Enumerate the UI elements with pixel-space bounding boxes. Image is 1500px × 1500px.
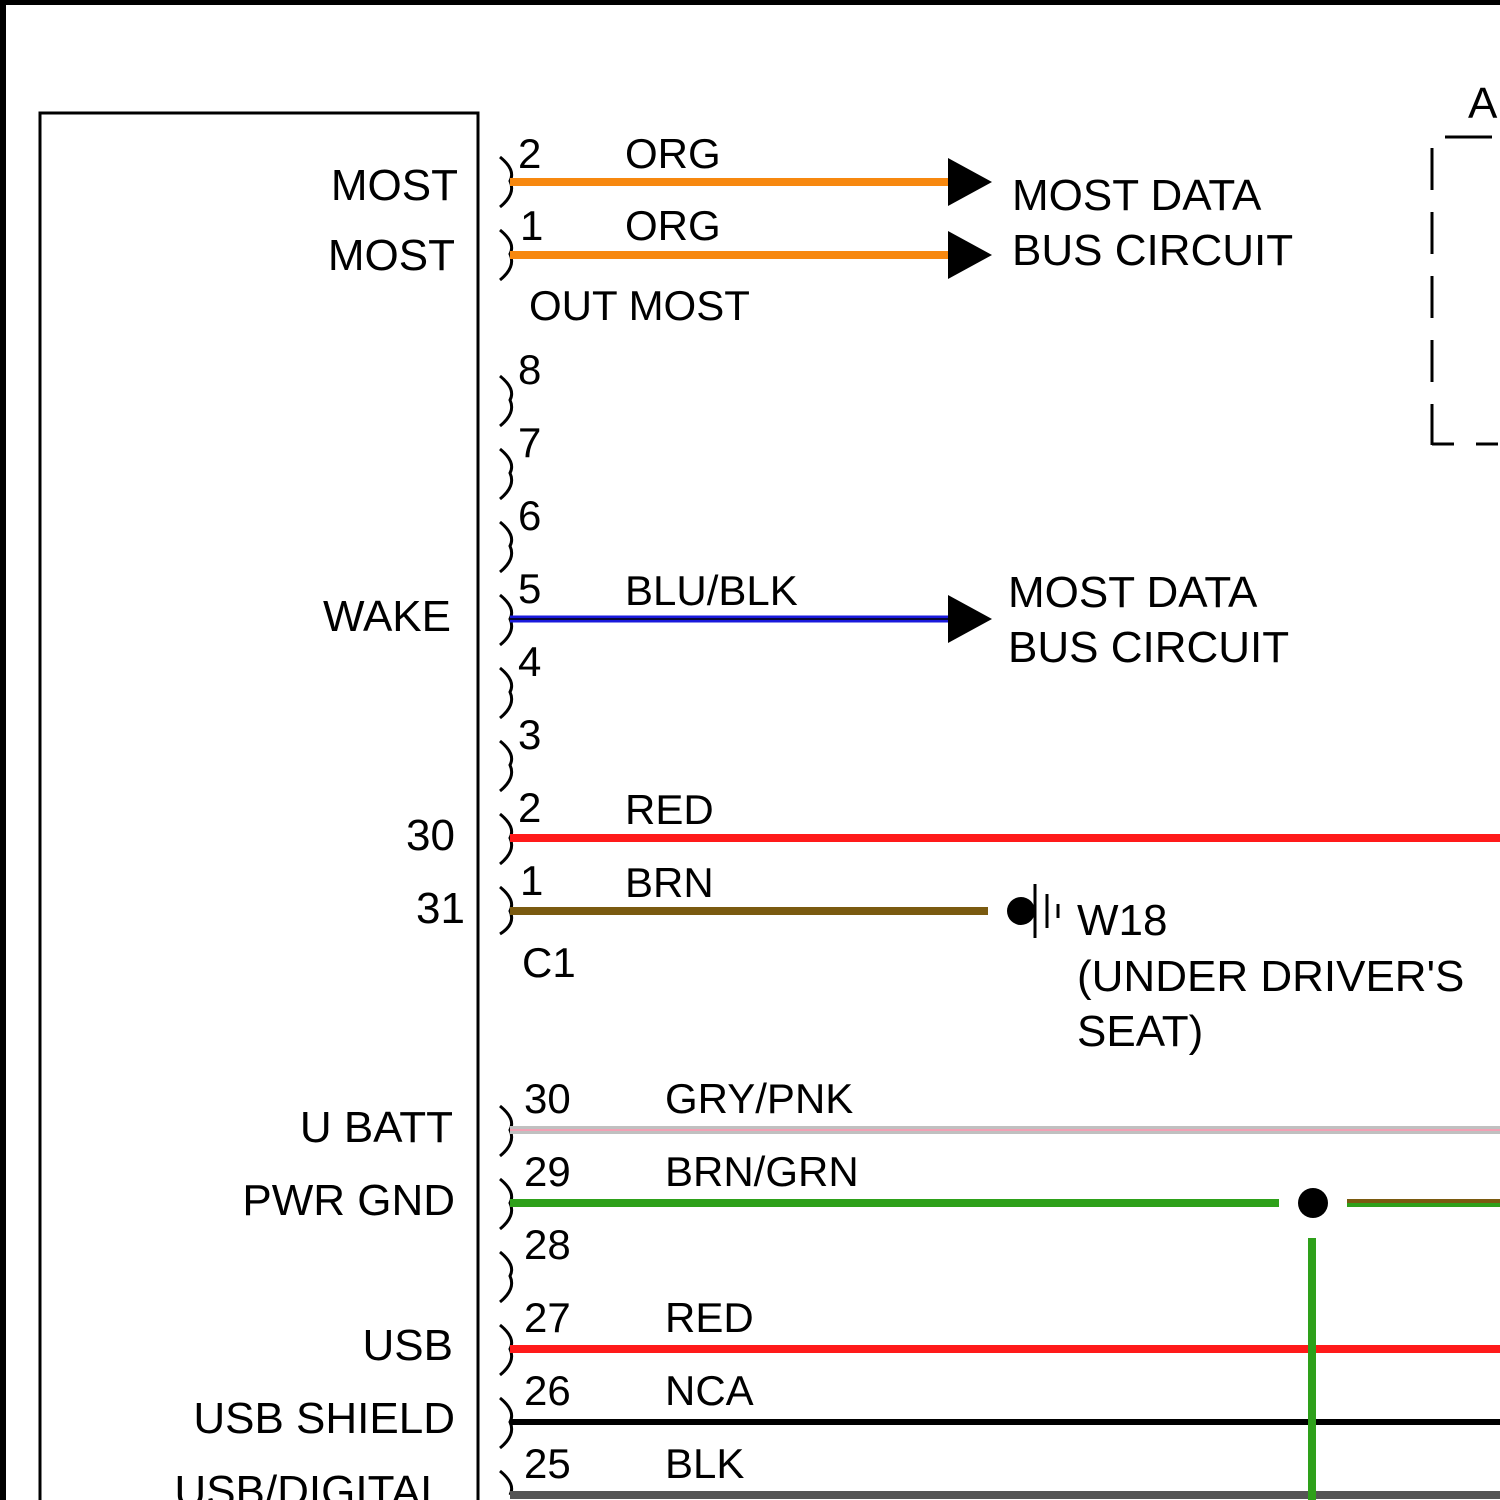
pin-number-27: 27 bbox=[524, 1294, 571, 1341]
terminal-c1-6 bbox=[500, 522, 512, 572]
terminal-30 bbox=[500, 1106, 512, 1156]
terminal-c1-3 bbox=[500, 741, 512, 791]
pin-number-c1-4: 4 bbox=[518, 638, 541, 685]
terminal-out-most-2 bbox=[500, 157, 512, 207]
terminal-26 bbox=[500, 1398, 512, 1448]
terminal-25 bbox=[500, 1471, 512, 1495]
pin-label-wake: WAKE bbox=[323, 592, 451, 641]
pin-label-usb-digital: USB/DIGITAL bbox=[174, 1467, 445, 1500]
ground-point-dot bbox=[1007, 897, 1035, 925]
component-a-label: A bbox=[1468, 79, 1498, 128]
pin-number-c1-6: 6 bbox=[518, 492, 541, 539]
pin-label-most-2: MOST bbox=[328, 231, 455, 280]
ground-w18: W18 (UNDER DRIVER'S SEAT) bbox=[1007, 884, 1464, 1056]
module-pin-labels: MOST MOST WAKE 30 31 U BATT PWR GND USB … bbox=[174, 161, 465, 1500]
wire-color-label-org-2: ORG bbox=[625, 202, 721, 249]
terminal-c1-1 bbox=[500, 887, 512, 934]
c1-connector: 8 7 6 5 4 3 2 1 BLU/BLK MOST DATA BUS CI… bbox=[500, 346, 1500, 986]
lower-connector: 30 29 28 27 26 25 GRY/PNK BRN/GRN RED NC… bbox=[500, 1075, 1500, 1500]
pin-number-28: 28 bbox=[524, 1221, 571, 1268]
pin-number-30: 30 bbox=[524, 1075, 571, 1122]
destination-wake-line2: BUS CIRCUIT bbox=[1008, 623, 1289, 672]
destination-most-line2: BUS CIRCUIT bbox=[1012, 226, 1293, 275]
arrow-out-most-1 bbox=[948, 231, 992, 279]
pin-label-u-batt: U BATT bbox=[300, 1103, 453, 1152]
pin-number-c1-2: 2 bbox=[518, 784, 541, 831]
terminal-out-most-1 bbox=[500, 230, 512, 280]
destination-most-line1: MOST DATA bbox=[1012, 171, 1262, 220]
wire-color-label-brn-grn: BRN/GRN bbox=[665, 1148, 859, 1195]
pin-number-c1-7: 7 bbox=[518, 419, 541, 466]
pin-label-30: 30 bbox=[406, 811, 455, 860]
pin-label-31: 31 bbox=[416, 884, 465, 933]
destination-wake-line1: MOST DATA bbox=[1008, 568, 1258, 617]
ground-id: W18 bbox=[1077, 896, 1167, 945]
pin-number-29: 29 bbox=[524, 1148, 571, 1195]
wire-color-label-brn: BRN bbox=[625, 859, 714, 906]
terminal-28 bbox=[500, 1252, 512, 1302]
pin-number-c1-5: 5 bbox=[518, 565, 541, 612]
pin-number-out-most-1: 1 bbox=[520, 202, 543, 249]
ground-location-line2: SEAT) bbox=[1077, 1007, 1203, 1056]
wire-color-label-nca: NCA bbox=[665, 1367, 754, 1414]
wire-color-label-gry-pnk: GRY/PNK bbox=[665, 1075, 853, 1122]
pin-label-usb: USB bbox=[363, 1321, 453, 1370]
pin-number-26: 26 bbox=[524, 1367, 571, 1414]
terminal-c1-7 bbox=[500, 449, 512, 499]
wire-color-label-red-c1: RED bbox=[625, 786, 714, 833]
terminal-c1-4 bbox=[500, 668, 512, 718]
terminal-c1-5 bbox=[500, 595, 512, 645]
wire-color-label-blk: BLK bbox=[665, 1440, 744, 1487]
splice-dot bbox=[1298, 1188, 1328, 1218]
terminal-c1-2 bbox=[500, 814, 512, 864]
terminal-29 bbox=[500, 1179, 512, 1229]
connector-name-out-most: OUT MOST bbox=[529, 282, 750, 329]
pin-number-out-most-2: 2 bbox=[518, 130, 541, 177]
pin-number-25: 25 bbox=[524, 1440, 571, 1487]
arrow-wake bbox=[948, 595, 992, 643]
wire-color-label-blu-blk: BLU/BLK bbox=[625, 567, 798, 614]
terminal-27 bbox=[500, 1325, 512, 1375]
out-most-connector: 2 ORG 1 ORG MOST DATA BUS CIRCUIT OUT MO… bbox=[500, 130, 1293, 329]
pin-label-usb-shield: USB SHIELD bbox=[193, 1394, 455, 1443]
module-box bbox=[40, 113, 478, 1500]
terminal-c1-8 bbox=[500, 376, 512, 426]
pin-number-c1-1: 1 bbox=[520, 857, 543, 904]
wire-color-label-org-1: ORG bbox=[625, 130, 721, 177]
arrow-out-most-2 bbox=[948, 158, 992, 206]
connector-name-c1: C1 bbox=[522, 939, 576, 986]
pin-number-c1-8: 8 bbox=[518, 346, 541, 393]
pin-label-most-1: MOST bbox=[331, 161, 458, 210]
wire-color-label-red-27: RED bbox=[665, 1294, 754, 1341]
ground-location-line1: (UNDER DRIVER'S bbox=[1077, 952, 1464, 1001]
pin-label-pwr-gnd: PWR GND bbox=[242, 1176, 455, 1225]
pin-number-c1-3: 3 bbox=[518, 711, 541, 758]
